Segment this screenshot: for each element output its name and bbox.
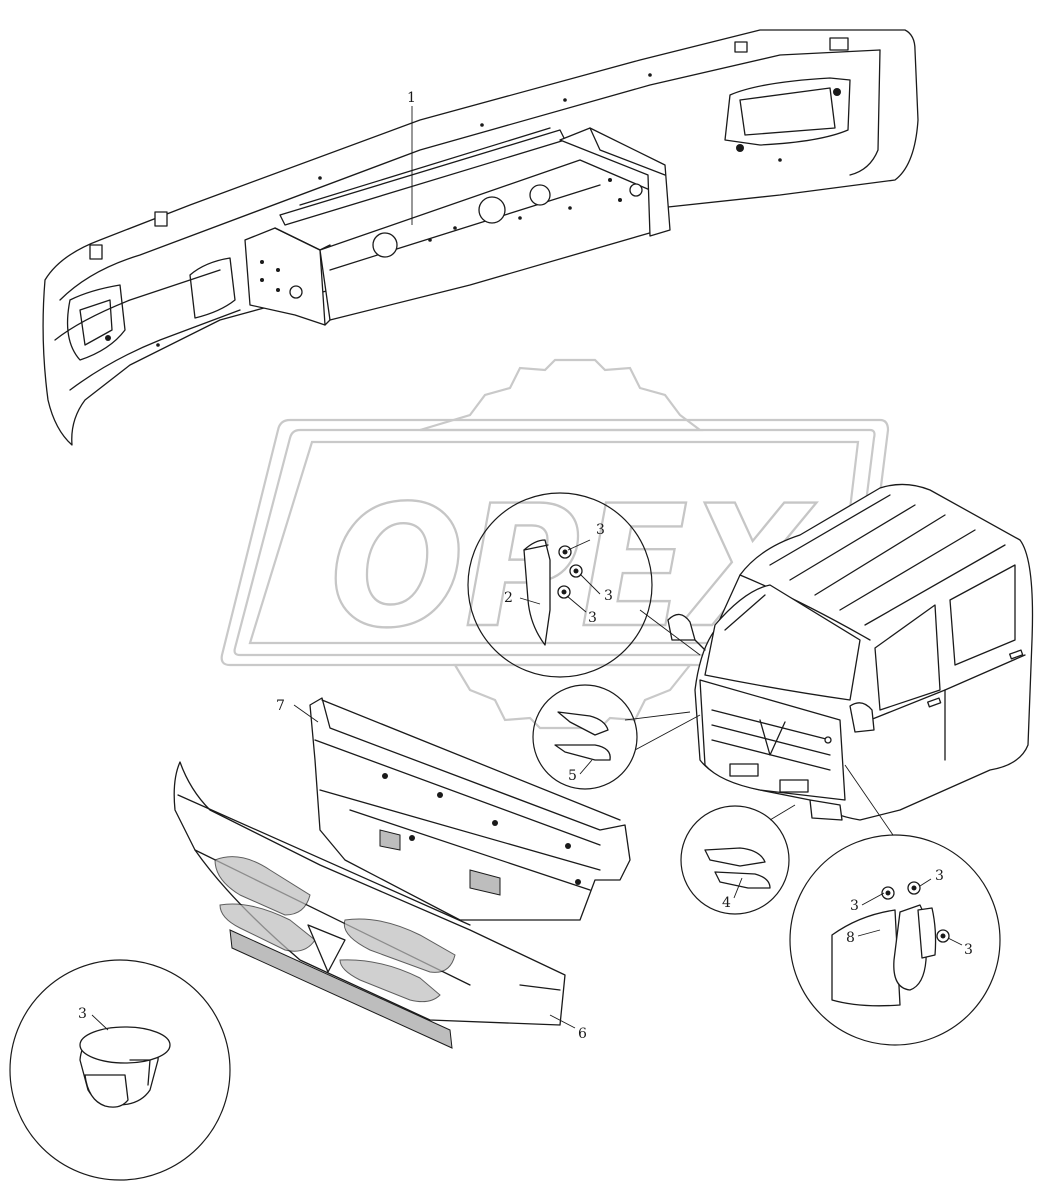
callout-7: 7 [276,698,285,714]
cab-assembly [667,483,1034,821]
part-6-grille [173,761,566,1049]
detail-circle-part-5 [532,684,701,790]
callout-8: 8 [846,930,855,946]
part-7-front-panel [309,697,631,921]
detail-circle-part-4 [680,804,796,915]
detail-circle-part-2 [467,492,701,678]
part-1-bumper-assembly [42,29,919,446]
callout-1: 1 [407,90,416,106]
detail-circle-part-8 [789,764,1001,1046]
callout-3g: 3 [964,942,973,958]
callout-3c: 3 [588,610,597,626]
callout-2: 2 [504,590,513,606]
callout-labels: 1 2 3 3 3 3 3 3 3 3 4 5 6 7 8 [78,90,973,1042]
callout-3f: 3 [935,868,944,884]
callout-3a: 3 [596,522,605,538]
callout-3b: 3 [604,588,613,604]
callout-6: 6 [578,1026,587,1042]
callout-3d: 3 [78,1006,87,1022]
leader-lines [91,106,963,1031]
callout-3e: 3 [850,898,859,914]
callout-5: 5 [568,768,577,784]
detail-circle-clip [9,959,231,1181]
callout-4: 4 [722,895,731,911]
